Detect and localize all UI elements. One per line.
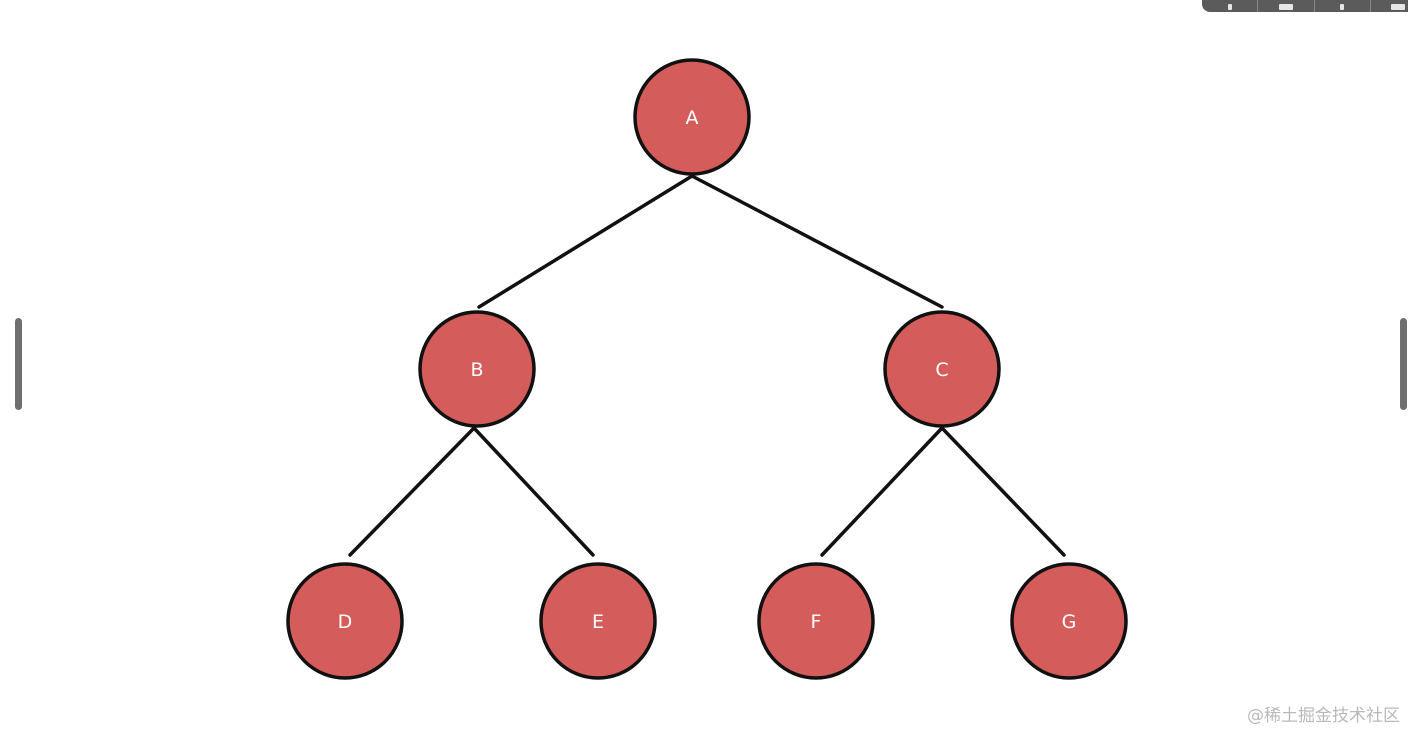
node-circle-d [286, 562, 404, 680]
edge-a-b [477, 174, 694, 309]
node-circle-a [633, 58, 751, 176]
node-label-d: D [338, 611, 353, 633]
info-button[interactable] [1315, 0, 1371, 12]
tree-node-b: B [418, 310, 536, 428]
node-label-c: C [935, 359, 948, 381]
tree-node-a: A [633, 58, 751, 176]
right-resize-handle[interactable] [1400, 318, 1407, 410]
tree-node-e: E [539, 562, 657, 680]
node-label-g: G [1062, 611, 1077, 633]
edge-c-f [820, 426, 944, 557]
node-circle-b [418, 310, 536, 428]
node-label-a: A [686, 107, 699, 129]
node-circle-c [883, 310, 1001, 428]
node-circle-f [757, 562, 875, 680]
edge-b-d [348, 426, 476, 557]
viewer-toolbar [1202, 0, 1408, 12]
prev-button[interactable] [1202, 0, 1259, 12]
nodes-layer: A B C D E F G [286, 58, 1128, 680]
prev-icon [1227, 4, 1232, 10]
info-icon [1340, 4, 1345, 10]
node-circle-g [1010, 562, 1128, 680]
edge-c-g [940, 426, 1066, 557]
edges-layer [348, 174, 1066, 557]
node-label-b: B [470, 359, 483, 381]
more-button[interactable] [1371, 0, 1408, 12]
edge-b-e [472, 426, 595, 557]
slide-icon [1278, 4, 1293, 10]
watermark: @稀土掘金技术社区 [1247, 706, 1400, 726]
node-label-e: E [592, 611, 604, 633]
tree-node-f: F [757, 562, 875, 680]
more-icon [1391, 4, 1406, 10]
slide-button[interactable] [1258, 0, 1315, 12]
tree-node-d: D [286, 562, 404, 680]
node-label-f: F [811, 611, 822, 633]
tree-node-c: C [883, 310, 1001, 428]
left-resize-handle[interactable] [15, 318, 22, 410]
node-circle-e [539, 562, 657, 680]
edge-a-c [690, 174, 944, 309]
tree-node-g: G [1010, 562, 1128, 680]
